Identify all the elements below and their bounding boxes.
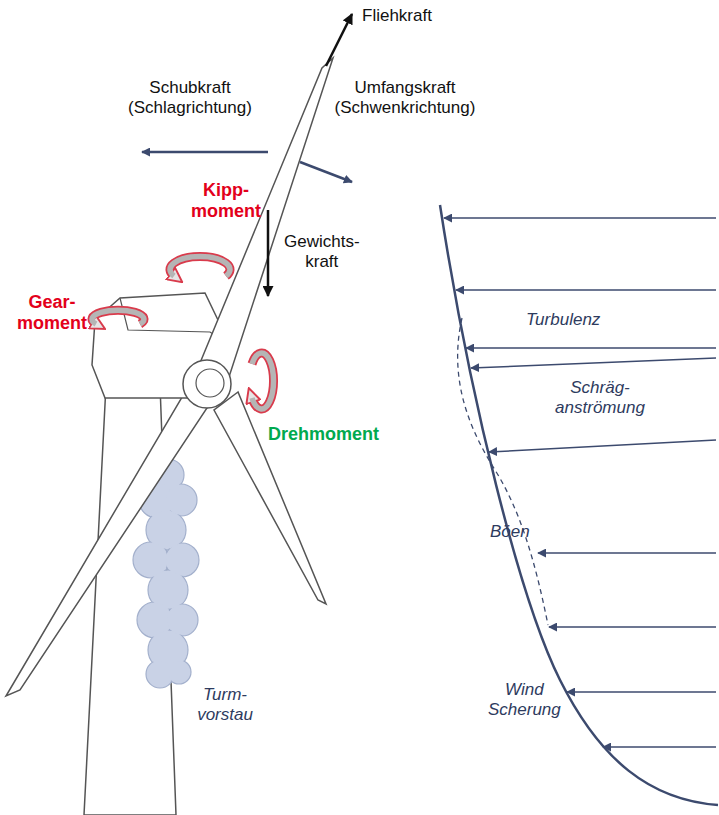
thrust-force-arrow bbox=[142, 151, 268, 154]
force-label: Umfangskraft (Schwenkrichtung) bbox=[335, 78, 476, 117]
moment-label: Kipp- moment bbox=[191, 180, 261, 221]
wind-effect-label: Böen bbox=[490, 522, 530, 542]
tower-blockage-cloud bbox=[167, 605, 197, 635]
wind-arrows bbox=[538, 552, 716, 554]
tilt-moment-arrow bbox=[170, 257, 230, 276]
wind-arrows bbox=[456, 289, 716, 291]
wind-profile-curve bbox=[440, 205, 718, 805]
wind-effect-label: Wind Scherung bbox=[488, 680, 561, 719]
wind-arrows bbox=[471, 358, 716, 368]
yaw-moment-arrow bbox=[92, 310, 144, 324]
tower-blockage-cloud bbox=[166, 485, 196, 515]
yaw-moment-arrow bbox=[92, 310, 144, 324]
moment-label: Drehmoment bbox=[268, 424, 379, 445]
circumferential-force-arrow bbox=[300, 162, 352, 182]
spinner bbox=[196, 369, 224, 397]
tilt-moment-arrow bbox=[170, 257, 230, 276]
yaw-moment-arrow bbox=[92, 310, 144, 324]
moment-label: Gear- moment bbox=[17, 292, 87, 333]
torque-arrow bbox=[252, 353, 274, 409]
rotor-blade bbox=[214, 392, 326, 604]
wind-arrows bbox=[489, 440, 716, 452]
force-label: Gewichts- kraft bbox=[284, 232, 360, 271]
tower-blockage-cloud bbox=[166, 544, 198, 576]
tower-blockage-cloud bbox=[134, 543, 168, 577]
tilt-moment-arrow bbox=[170, 257, 230, 276]
tower-blockage-cloud bbox=[149, 571, 187, 609]
rotor-hub bbox=[183, 360, 231, 408]
wind-arrows bbox=[549, 626, 716, 628]
wind-arrows bbox=[444, 218, 716, 747]
weight-force-arrow bbox=[267, 210, 270, 296]
wind-arrows bbox=[444, 217, 716, 219]
wind-arrows bbox=[466, 347, 716, 349]
wind-effect-label: Turm- vorstau bbox=[197, 685, 253, 724]
wind-effect-label: Turbulenz bbox=[526, 310, 600, 330]
tower-blockage-cloud bbox=[168, 661, 190, 683]
rotor-blade bbox=[6, 392, 207, 696]
torque-arrow bbox=[252, 353, 274, 409]
wind-effect-label: Schräg- anströmung bbox=[555, 378, 645, 417]
tower-blockage-cloud bbox=[147, 511, 185, 549]
wind-arrows bbox=[603, 746, 716, 748]
force-label: Fliehkraft bbox=[362, 6, 432, 26]
wind-arrows bbox=[567, 691, 716, 693]
force-label: Schubkraft (Schlagrichtung) bbox=[128, 78, 252, 117]
torque-arrow bbox=[252, 353, 274, 409]
gust-profile-curve bbox=[458, 318, 548, 625]
centrifugal-force-arrow bbox=[326, 14, 352, 66]
